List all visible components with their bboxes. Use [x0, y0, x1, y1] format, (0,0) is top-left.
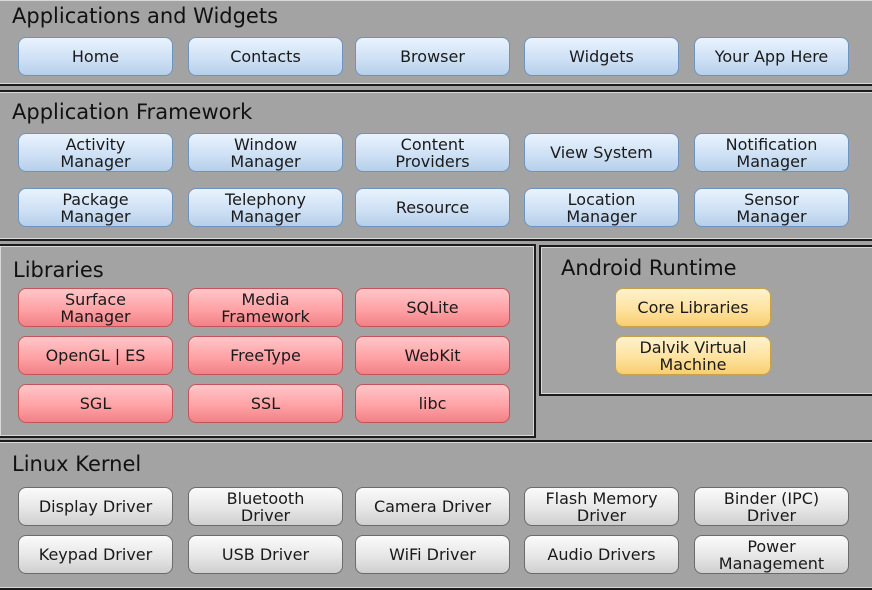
lib-sqlite: SQLite	[355, 288, 510, 327]
fw-resource: Resource	[355, 188, 510, 227]
lib-sgl: SGL	[18, 384, 173, 423]
rt-dalvik-vm: Dalvik Virtual Machine	[615, 336, 771, 375]
fw-location-manager: Location Manager	[524, 188, 679, 227]
fw-content-providers: Content Providers	[355, 133, 510, 172]
android-runtime-title: Android Runtime	[561, 256, 737, 280]
lib-ssl: SSL	[188, 384, 343, 423]
linux-kernel-title: Linux Kernel	[12, 452, 142, 476]
drv-usb: USB Driver	[188, 535, 343, 574]
rt-core-libraries: Core Libraries	[615, 288, 771, 327]
drv-binder-ipc: Binder (IPC) Driver	[694, 487, 849, 526]
lib-webkit: WebKit	[355, 336, 510, 375]
app-widgets: Widgets	[524, 37, 679, 76]
fw-view-system: View System	[524, 133, 679, 172]
app-your-app: Your App Here	[694, 37, 849, 76]
lib-libc: libc	[355, 384, 510, 423]
fw-package-manager: Package Manager	[18, 188, 173, 227]
fw-window-manager: Window Manager	[188, 133, 343, 172]
drv-keypad: Keypad Driver	[18, 535, 173, 574]
drv-camera: Camera Driver	[355, 487, 510, 526]
drv-audio: Audio Drivers	[524, 535, 679, 574]
applications-widgets-title: Applications and Widgets	[12, 4, 279, 28]
drv-wifi: WiFi Driver	[355, 535, 510, 574]
drv-power-management: Power Management	[694, 535, 849, 574]
app-home: Home	[18, 37, 173, 76]
fw-sensor-manager: Sensor Manager	[694, 188, 849, 227]
drv-flash-memory: Flash Memory Driver	[524, 487, 679, 526]
drv-bluetooth: Bluetooth Driver	[188, 487, 343, 526]
lib-freetype: FreeType	[188, 336, 343, 375]
application-framework-title: Application Framework	[12, 100, 253, 124]
fw-notification-manager: Notification Manager	[694, 133, 849, 172]
fw-activity-manager: Activity Manager	[18, 133, 173, 172]
fw-telephony-manager: Telephony Manager	[188, 188, 343, 227]
lib-surface-manager: Surface Manager	[18, 288, 173, 327]
libraries-title: Libraries	[13, 258, 104, 282]
app-contacts: Contacts	[188, 37, 343, 76]
app-browser: Browser	[355, 37, 510, 76]
lib-opengl-es: OpenGL | ES	[18, 336, 173, 375]
drv-display: Display Driver	[18, 487, 173, 526]
lib-media-framework: Media Framework	[188, 288, 343, 327]
